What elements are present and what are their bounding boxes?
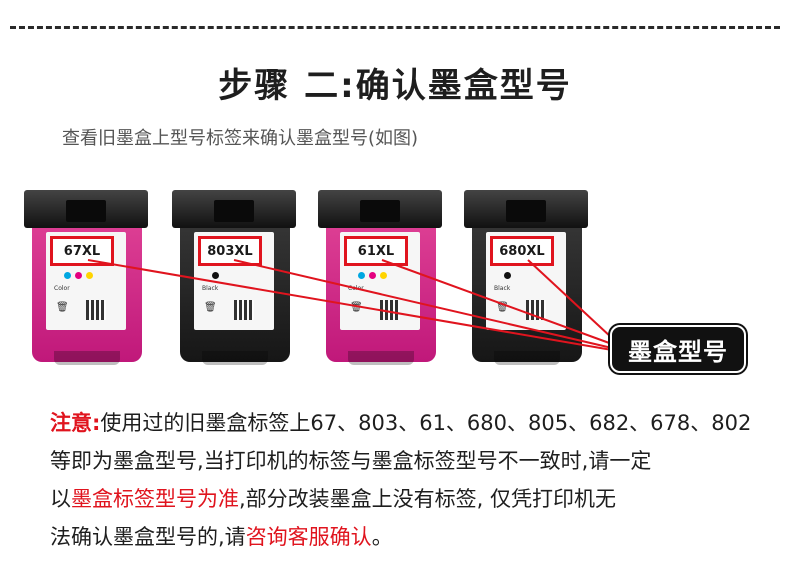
recycle-bin-icon: 🗑 <box>350 302 363 313</box>
cartridge-notch <box>66 200 106 222</box>
cartridge-2: 803XL Black 🗑 <box>172 190 296 365</box>
notice-line-2: 等即为墨盒型号,当打印机的标签与墨盒标签型号不一致时,请一定 <box>50 449 652 473</box>
page-subtitle: 查看旧墨盒上型号标签来确认墨盒型号(如图) <box>62 128 419 149</box>
cartridge-4: 680XL Black 🗑 <box>464 190 588 365</box>
cartridge-notch <box>214 200 254 222</box>
ink-dots-icon <box>64 272 93 279</box>
notice-label: 注意: <box>50 411 101 435</box>
notice-text: 注意:使用过的旧墨盒标签上67、803、61、680、805、682、678、8… <box>50 404 770 556</box>
connector-lines <box>87 259 613 351</box>
cartridge-model-label: 61XL <box>344 236 408 266</box>
ink-type-text: Black <box>494 285 511 292</box>
ink-type-text: Black <box>202 285 219 292</box>
qr-code-icon <box>234 300 254 320</box>
notice-line-1: 注意:使用过的旧墨盒标签上67、803、61、680、805、682、678、8… <box>50 404 770 442</box>
notice-text-4b: 。 <box>371 525 393 549</box>
ink-type-text: Color <box>54 285 70 292</box>
notice-highlight-2: 咨询客服确认 <box>245 525 372 549</box>
cartridge-model-label: 803XL <box>198 236 262 266</box>
notice-line-4: 法确认墨盒型号的,请咨询客服确认。 <box>50 518 770 556</box>
cartridge-foot <box>494 351 560 365</box>
cartridge-1: 67XL Color 🗑 <box>24 190 148 365</box>
cartridge-notch <box>506 200 546 222</box>
notice-text-3a: 以 <box>50 487 71 511</box>
cartridge-foot <box>54 351 120 365</box>
cartridge-illustration: 67XL Color 🗑 803XL Black 🗑 61XL Color <box>0 180 790 390</box>
notice-text-4a: 法确认墨盒型号的,请 <box>50 525 246 549</box>
cartridge-model-label: 680XL <box>490 236 554 266</box>
recycle-bin-icon: 🗑 <box>496 302 509 313</box>
cartridge-foot <box>202 351 268 365</box>
connector-line <box>233 259 613 349</box>
recycle-bin-icon: 🗑 <box>56 302 69 313</box>
notice-highlight-1: 墨盒标签型号为准 <box>71 487 239 511</box>
cartridge-3: 61XL Color 🗑 <box>318 190 442 365</box>
ink-dots-icon <box>212 272 219 279</box>
connector-line <box>527 259 613 339</box>
cartridge-foot <box>348 351 414 365</box>
page-title: 步骤 二:确认墨盒型号 <box>218 66 572 106</box>
recycle-bin-icon: 🗑 <box>204 302 217 313</box>
ink-dots-icon <box>358 272 387 279</box>
cartridge-notch <box>360 200 400 222</box>
notice-text-1: 使用过的旧墨盒标签上67、803、61、680、805、682、678、802 <box>100 411 752 435</box>
ink-dots-icon <box>504 272 511 279</box>
notice-text-3b: ,部分改装墨盒上没有标签, 仅凭打印机无 <box>239 487 617 511</box>
model-callout: 墨盒型号 <box>610 325 746 373</box>
cartridge-model-label: 67XL <box>50 236 114 266</box>
dashed-divider <box>10 26 780 29</box>
qr-code-icon <box>380 300 400 320</box>
connector-line <box>381 259 613 345</box>
notice-line-3: 以墨盒标签型号为准,部分改装墨盒上没有标签, 仅凭打印机无 <box>50 480 770 518</box>
connector-line <box>87 259 613 351</box>
qr-code-icon <box>86 300 106 320</box>
